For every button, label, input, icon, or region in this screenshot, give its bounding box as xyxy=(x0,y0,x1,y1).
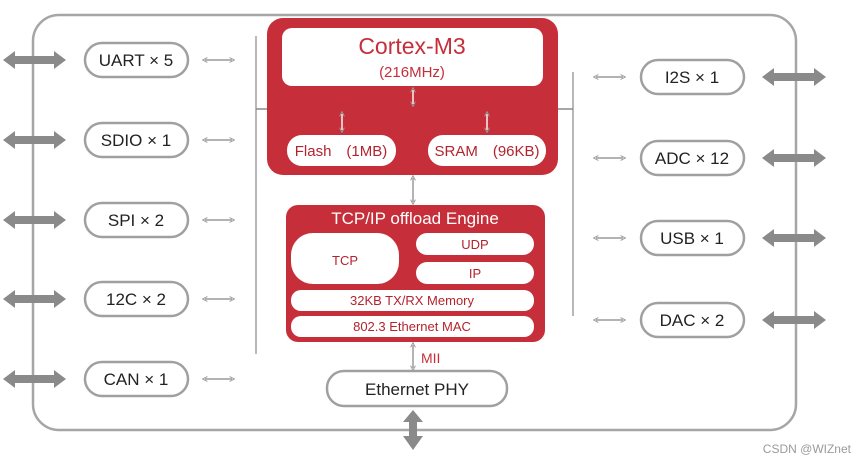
interface-pill-adc-12 xyxy=(639,139,746,177)
interface-pill-can-1 xyxy=(83,360,190,398)
interface-label-spi-2: SPI × 2 xyxy=(108,211,164,230)
mii-label: MII xyxy=(421,350,440,366)
interface-pill-12c-2 xyxy=(83,280,190,318)
ethernet-phy-label: Ethernet PHY xyxy=(365,380,469,399)
flash-box xyxy=(287,135,396,166)
right-io-arrow-i2s-1 xyxy=(762,68,826,86)
cortex-title: Cortex-M3 xyxy=(358,33,465,59)
memory-box xyxy=(291,290,534,311)
interface-label-can-1: CAN × 1 xyxy=(104,370,169,389)
right-io-arrow-dac-2 xyxy=(762,311,826,329)
interface-label-uart-5: UART × 5 xyxy=(99,51,174,70)
phy-external-arrow xyxy=(403,410,423,450)
flash-label: Flash (1MB) xyxy=(295,143,388,160)
tcp-label: TCP xyxy=(332,253,358,268)
interface-pill-i2s-1 xyxy=(639,58,746,96)
interface-label-i2s-1: I2S × 1 xyxy=(665,68,719,87)
ip-box xyxy=(416,262,534,284)
interface-label-adc-12: ADC × 12 xyxy=(655,149,729,168)
interface-pill-usb-1 xyxy=(639,219,746,257)
mac-label: 802.3 Ethernet MAC xyxy=(353,319,471,334)
interface-pill-sdio-1 xyxy=(83,121,190,159)
tcp-box xyxy=(291,233,399,284)
sram-box xyxy=(428,135,546,166)
udp-label: UDP xyxy=(461,237,488,252)
left-io-arrow-12c-2 xyxy=(3,290,66,308)
right-io-arrow-adc-12 xyxy=(762,149,826,167)
interface-label-usb-1: USB × 1 xyxy=(660,229,724,248)
interface-label-sdio-1: SDIO × 1 xyxy=(101,131,171,150)
ethernet-phy-box xyxy=(325,369,509,408)
interface-pill-dac-2 xyxy=(639,301,746,339)
interface-pill-uart-5 xyxy=(83,41,190,79)
interface-pill-spi-2 xyxy=(83,201,190,239)
cortex-frequency: (216MHz) xyxy=(379,64,445,81)
right-io-arrow-usb-1 xyxy=(762,229,826,247)
interface-label-12c-2: 12C × 2 xyxy=(106,290,166,309)
left-io-arrow-sdio-1 xyxy=(3,131,66,149)
tcpip-title: TCP/IP offload Engine xyxy=(331,209,499,228)
sram-label: SRAM (96KB) xyxy=(434,143,539,160)
udp-box xyxy=(416,233,534,255)
cortex-core-box xyxy=(282,28,543,86)
mac-box xyxy=(291,316,534,337)
left-io-arrow-can-1 xyxy=(3,370,66,388)
memory-label: 32KB TX/RX Memory xyxy=(350,293,475,308)
left-io-arrow-spi-2 xyxy=(3,211,66,229)
left-io-arrow-uart-5 xyxy=(3,51,66,69)
watermark: CSDN @WIZnet xyxy=(762,442,851,456)
interface-label-dac-2: DAC × 2 xyxy=(660,311,725,330)
ip-label: IP xyxy=(469,266,481,281)
